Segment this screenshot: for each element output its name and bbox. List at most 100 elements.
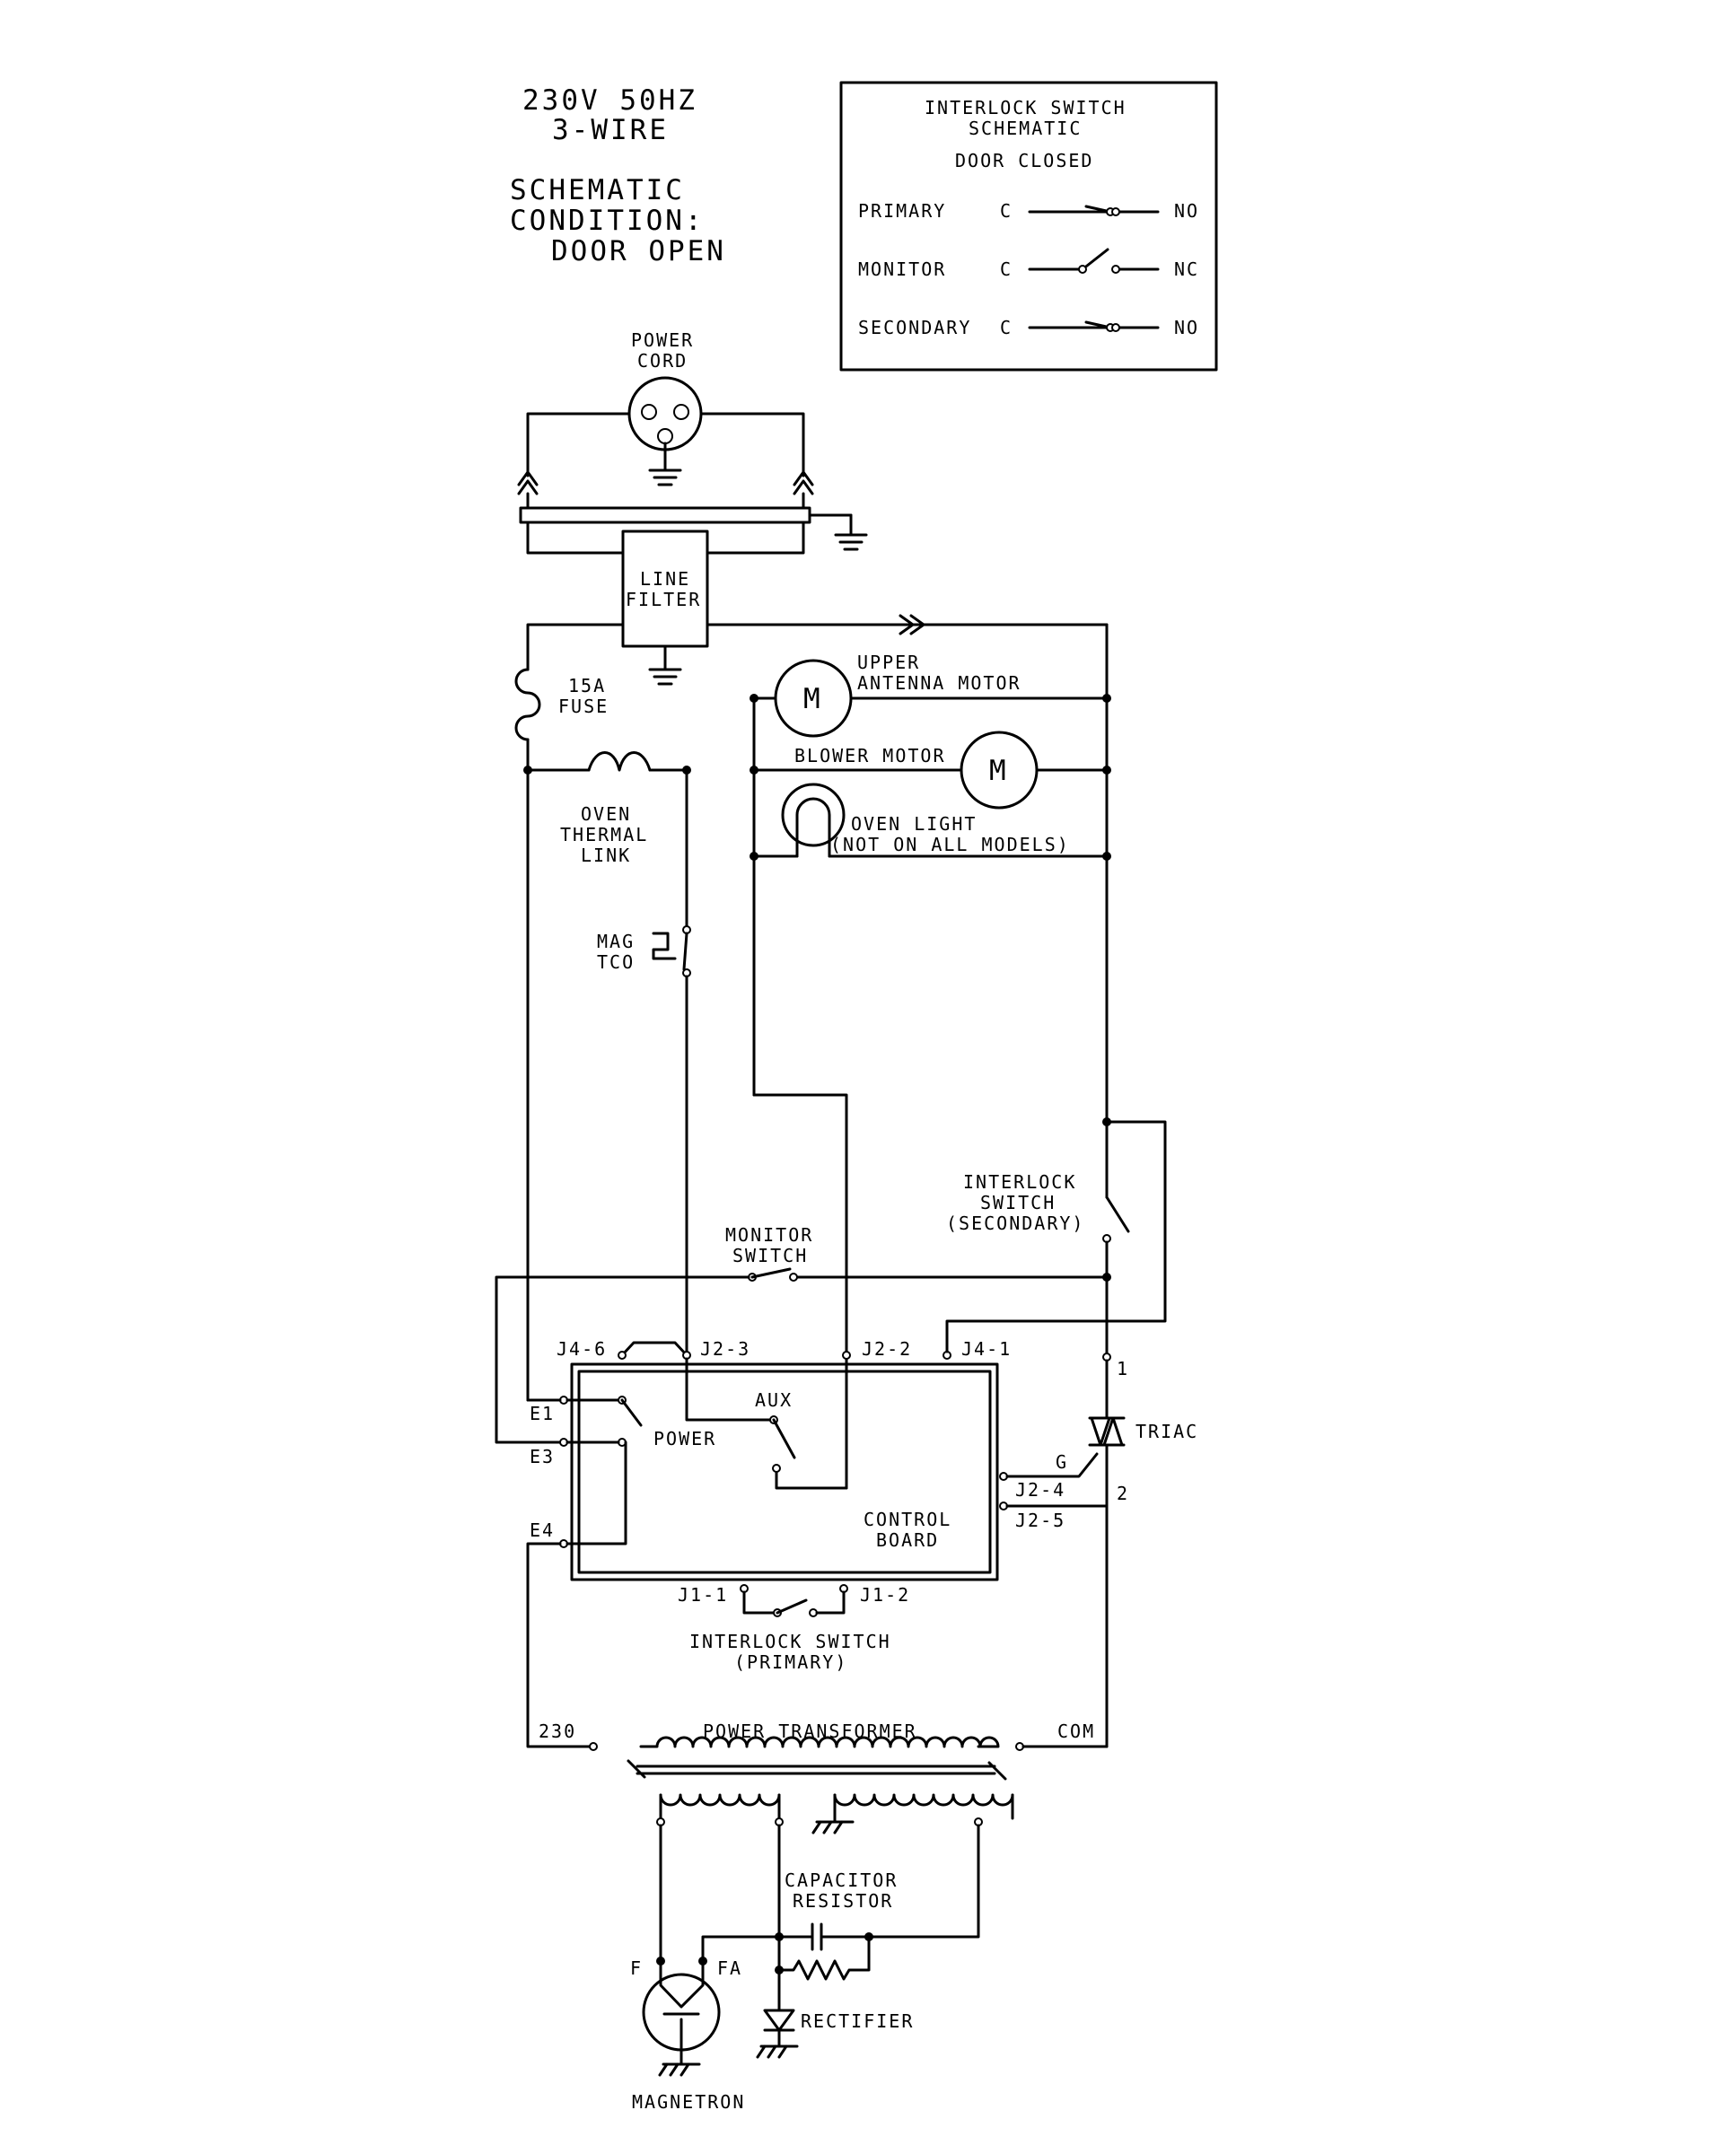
connector-chevron-icon (899, 614, 925, 635)
legend-row-contact: NO (1174, 200, 1199, 222)
rectifier-diode-icon (763, 2009, 795, 2032)
upper-antenna-motor: M UPPER ANTENNA MOTOR (752, 652, 1109, 738)
power-cord: POWER CORD (517, 329, 868, 555)
legend-row-common: C (1000, 258, 1013, 280)
line-filter-label: FILTER (626, 589, 701, 610)
resistor-icon (777, 1935, 871, 1981)
connector-chevron-icon (517, 470, 539, 495)
triac: 1 TRIAC G 2 (1005, 1358, 1198, 1748)
blower-motor: M BLOWER MOTOR (752, 731, 1109, 810)
legend-title-1: INTERLOCK SWITCH (925, 97, 1127, 118)
monitor-switch: MONITOR SWITCH (495, 1224, 1109, 1444)
interlock-secondary-label: SWITCH (980, 1192, 1056, 1213)
mag-tco-label: MAG (597, 931, 635, 952)
thermal-link-label: THERMAL (560, 824, 648, 845)
chassis-ground-icon (756, 2045, 799, 2059)
oven-light-icon (781, 783, 846, 847)
magnetron-label: MAGNETRON (632, 2091, 745, 2113)
legend-row-name: MONITOR (858, 258, 946, 280)
ground-icon (834, 533, 868, 551)
capacitor-resistor-label: RESISTOR (793, 1890, 893, 1912)
transformer-230-label: 230 (539, 1721, 576, 1742)
rectifier-label: RECTIFIER (801, 2010, 914, 2032)
ground-icon (648, 668, 682, 686)
legend-row-name: SECONDARY (858, 317, 971, 338)
connector-label: J2-4 (1015, 1479, 1065, 1501)
control-board-label: BOARD (876, 1529, 939, 1551)
fuse-label: 15A (568, 675, 606, 696)
legend-switch-nc-open (1028, 248, 1160, 274)
monitor-switch-label: SWITCH (732, 1245, 808, 1266)
triac-icon (1090, 1416, 1124, 1447)
legend-row-contact: NO (1174, 317, 1199, 338)
legend-subtitle: DOOR CLOSED (955, 150, 1093, 171)
primary-winding-icon (639, 1736, 1000, 1748)
supply-wire-label: 3-WIRE (552, 114, 669, 146)
antenna-motor-label: UPPER (857, 652, 920, 673)
triac-label: TRIAC (1135, 1421, 1198, 1442)
fuse-label: FUSE (558, 696, 609, 717)
ground-icon (648, 468, 682, 486)
power-transformer: 230 COM POWER TRANSFORMER (526, 1542, 1109, 1834)
connector-label: J1-2 (860, 1584, 910, 1606)
power-plug-icon (627, 376, 703, 451)
legend-switch-no-closed (1028, 205, 1160, 216)
control-board: CONTROL BOARD E1 E3 E4 POWER AUX J2-4 J2… (526, 1357, 1065, 1617)
thermal-link-label: OVEN (581, 803, 631, 825)
blower-motor-label: BLOWER MOTOR (794, 745, 946, 766)
oven-light: OVEN LIGHT (NOT ON ALL MODELS) (752, 783, 1109, 858)
top-connectors: J4-6 J2-3 J2-2 J4-1 (557, 1319, 1109, 1360)
connector-label: E3 (530, 1446, 555, 1467)
mag-tco: MAG TCO (597, 925, 691, 1366)
interlock-secondary-label: INTERLOCK (963, 1171, 1076, 1193)
aux-relay-label: AUX (755, 1389, 793, 1411)
power-cord-label: CORD (637, 350, 688, 372)
line-filter-label: LINE (640, 568, 690, 590)
oven-thermal-link: OVEN THERMAL LINK (526, 751, 691, 930)
capacitor-resistor-label: CAPACITOR (785, 1869, 898, 1891)
chassis-ground-icon (658, 2062, 701, 2077)
condition-line-2: CONDITION: (510, 205, 705, 237)
triac-terminal-label: 2 (1117, 1483, 1129, 1504)
control-board-inner (577, 1370, 992, 1574)
interlock-secondary-label: (SECONDARY) (946, 1213, 1084, 1234)
control-board-outer (570, 1362, 999, 1581)
transformer-com-label: COM (1057, 1721, 1095, 1742)
connector-label: J2-5 (1015, 1510, 1065, 1531)
chassis-ground-icon (811, 1820, 855, 1834)
oven-light-label: (NOT ON ALL MODELS) (830, 834, 1070, 855)
thermostat-icon (652, 932, 677, 960)
motor-symbol: M (803, 683, 823, 715)
power-cord-label: POWER (631, 329, 694, 351)
legend-row-common: C (1000, 317, 1013, 338)
connector-label: J1-1 (678, 1584, 728, 1606)
thermal-link-label: LINK (581, 845, 631, 866)
magnetron: F FA MAGNETRON (630, 1957, 745, 2113)
antenna-motor-label: ANTENNA MOTOR (857, 672, 1021, 694)
fuse: 15A FUSE (514, 668, 609, 1402)
interlock-switch-primary-label: INTERLOCK SWITCH (PRIMARY) (689, 1631, 891, 1673)
motor-symbol: M (989, 755, 1009, 787)
hv-winding-icon (833, 1793, 1014, 1807)
hv-circuit: CAPACITOR RESISTOR RECTIFIER (659, 1824, 980, 2059)
legend-row-common: C (1000, 200, 1013, 222)
legend-frame (839, 81, 1218, 372)
monitor-switch-label: MONITOR (725, 1224, 813, 1246)
condition-line-1: SCHEMATIC (510, 174, 685, 206)
connector-label: J2-2 (862, 1338, 912, 1360)
interlock-legend: INTERLOCK SWITCH SCHEMATIC DOOR CLOSED P… (839, 81, 1218, 372)
connector-label: J4-6 (557, 1338, 607, 1360)
connector-label: J2-3 (700, 1338, 750, 1360)
connector-label: J4-1 (961, 1338, 1012, 1360)
thermal-link-icon (587, 751, 652, 772)
connector-chevron-icon (793, 470, 814, 495)
legend-row-contact: NC (1174, 258, 1199, 280)
interlock-switch-secondary: INTERLOCK SWITCH (SECONDARY) (946, 1120, 1167, 1362)
connector-label: E4 (530, 1519, 555, 1541)
interlock-primary-label: INTERLOCK SWITCH (689, 1631, 891, 1652)
supply-voltage-label: 230V 50HZ (522, 84, 697, 117)
interlock-primary-label: (PRIMARY) (734, 1651, 847, 1673)
legend-switch-no-closed (1028, 320, 1160, 332)
filament-winding-icon (659, 1793, 781, 1807)
